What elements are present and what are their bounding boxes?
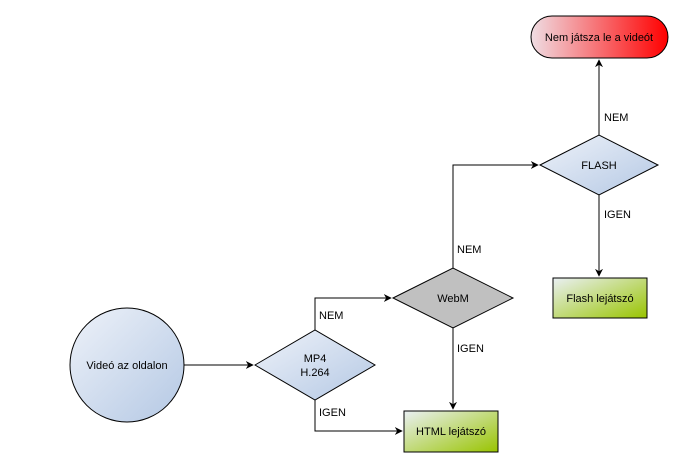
edge-label-flash-igen: IGEN — [604, 209, 631, 221]
node-webm-decision[interactable]: WebM — [391, 267, 515, 329]
node-flash-player-label: Flash lejátszó — [566, 293, 633, 305]
edge-label-flash-nem: NEM — [604, 112, 628, 124]
node-flash-label: FLASH — [581, 160, 617, 172]
edge-label-mp4-nem: NEM — [319, 310, 343, 322]
node-no-play-label: Nem játsza le a videót — [545, 32, 653, 44]
edge-label-mp4-igen: IGEN — [319, 407, 346, 419]
edge-label-webm-nem: NEM — [457, 244, 481, 256]
node-html-player-label: HTML lejátszó — [416, 426, 486, 438]
node-no-play-terminal[interactable]: Nem játsza le a videót — [530, 15, 669, 59]
node-mp4-decision[interactable]: MP4 H.264 — [254, 329, 376, 401]
node-flash-decision[interactable]: FLASH — [538, 134, 660, 196]
edge-mp4-to-webm — [314, 294, 392, 330]
edges — [184, 59, 603, 435]
node-start-label: Videó az oldalon — [86, 360, 167, 372]
node-webm-label: WebM — [437, 293, 469, 305]
node-flash-player[interactable]: Flash lejátszó — [552, 277, 648, 319]
edge-webm-to-flash — [452, 161, 539, 268]
node-start[interactable]: Videó az oldalon — [69, 307, 185, 423]
node-mp4-label-line2: H.264 — [300, 367, 329, 379]
edge-label-webm-igen: IGEN — [457, 343, 484, 355]
edge-mp4-to-html — [314, 400, 403, 435]
node-html-player[interactable]: HTML lejátszó — [403, 410, 499, 453]
node-mp4-label-line1: MP4 — [304, 353, 327, 365]
